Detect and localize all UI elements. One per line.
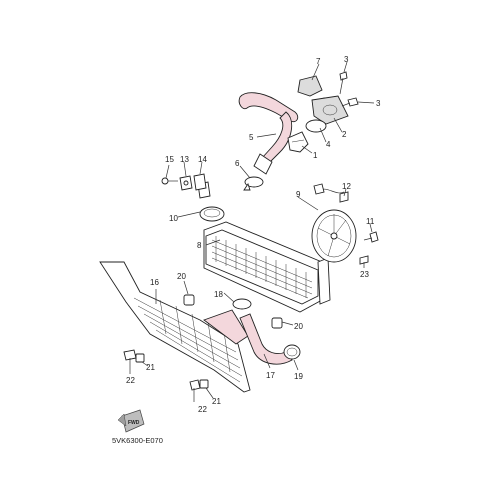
bolt-3-top[interactable]: [339, 71, 348, 95]
catalog-code: 5VK6300-E070: [112, 436, 163, 445]
callout-10: 10: [169, 214, 178, 223]
cap-stay-13[interactable]: [179, 175, 193, 191]
callout-3-top: 3: [344, 55, 349, 64]
clip-23[interactable]: [359, 255, 369, 265]
callout-3-right: 3: [376, 99, 381, 108]
bolt-22-lower[interactable]: [189, 379, 201, 402]
hose-clamp-19[interactable]: [283, 344, 301, 360]
callout-1: 1: [313, 151, 318, 160]
callout-23: 23: [360, 270, 369, 279]
callout-12: 12: [342, 182, 351, 191]
callout-8: 8: [197, 241, 202, 250]
radiator-core[interactable]: [203, 221, 331, 313]
bolt-22-upper[interactable]: [123, 349, 137, 374]
leader-lines: [141, 61, 375, 399]
callout-6: 6: [235, 159, 240, 168]
callout-20-lower: 20: [294, 322, 303, 331]
callout-5: 5: [249, 133, 254, 142]
collar-21-lower[interactable]: [199, 379, 209, 389]
radiator-cover[interactable]: [99, 261, 251, 393]
cooling-fan[interactable]: [311, 209, 357, 263]
callout-22-upper: 22: [126, 376, 135, 385]
callout-7: 7: [316, 57, 321, 66]
callout-21-lower: 21: [212, 397, 221, 406]
front-arrow-icon: FWD: [117, 409, 145, 433]
callout-13: 13: [180, 155, 189, 164]
callout-22-lower: 22: [198, 405, 207, 414]
cap-stay-14[interactable]: [193, 173, 207, 191]
callout-19: 19: [294, 372, 303, 381]
grommet-20-upper[interactable]: [183, 294, 195, 306]
bolt-11[interactable]: [363, 231, 379, 243]
grommet-20-lower[interactable]: [271, 317, 283, 329]
callout-21-upper: 21: [146, 363, 155, 372]
callout-9: 9: [296, 190, 301, 199]
fan-motor-lead[interactable]: [313, 183, 349, 203]
callout-17: 17: [266, 371, 275, 380]
front-badge-text: FWD: [128, 420, 140, 426]
callout-20-upper: 20: [177, 272, 186, 281]
callout-11: 11: [366, 217, 375, 226]
thermostat-housing[interactable]: [287, 75, 349, 153]
screw-15[interactable]: [161, 177, 178, 185]
bolt-3-right[interactable]: [341, 97, 359, 107]
hose-clamp[interactable]: [243, 176, 264, 191]
callout-4: 4: [326, 140, 331, 149]
callout-18: 18: [214, 290, 223, 299]
callout-14: 14: [198, 155, 207, 164]
collar-21-upper[interactable]: [135, 353, 145, 363]
lower-radiator-hose[interactable]: [239, 313, 293, 365]
callout-2: 2: [342, 130, 347, 139]
upper-radiator-hose[interactable]: [238, 92, 299, 175]
callout-labels: 7 3 3 2 4 1 5 6 15 13 14 10 8 9 12 11 23…: [126, 55, 381, 414]
callout-15: 15: [165, 155, 174, 164]
hose-clamp-18[interactable]: [232, 298, 252, 310]
callout-16: 16: [150, 278, 159, 287]
